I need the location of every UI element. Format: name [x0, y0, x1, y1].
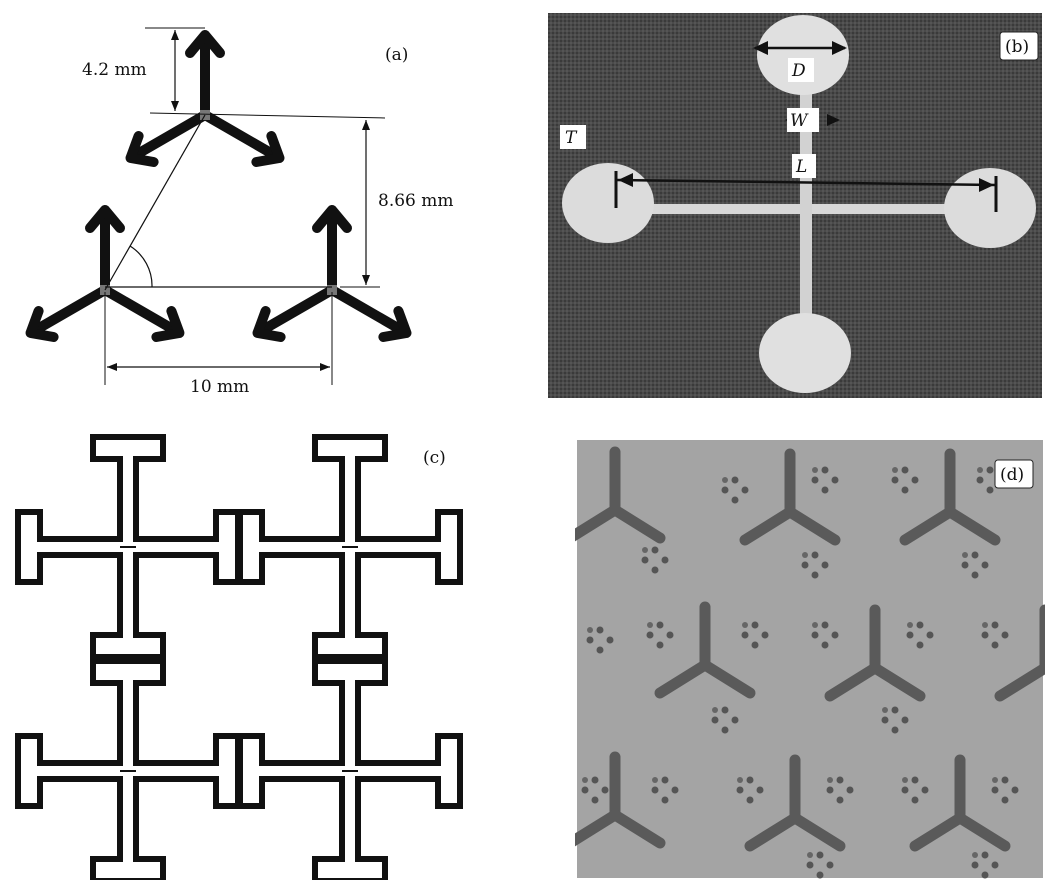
- label-t-box: [560, 125, 586, 149]
- panel-a-tripole-diagram: 4.2 mm 8.66 mm 10 mm (a): [0, 27, 454, 397]
- tripole-top: [123, 35, 287, 171]
- label-d-box: [788, 58, 814, 82]
- photo-background: [577, 440, 1043, 878]
- angle-arc: [129, 245, 153, 288]
- label-l-box: [792, 154, 816, 178]
- cross-unit-bottom-right: [240, 661, 460, 880]
- panel-d-tripole-photo: (d): [575, 440, 1045, 879]
- row-height-label: 8.66 mm: [378, 191, 454, 211]
- pad-left: [562, 163, 654, 243]
- label-t: T: [565, 128, 578, 148]
- panel-c-tag: (c): [423, 448, 446, 468]
- pad-bottom: [759, 313, 851, 393]
- arm-length-label: 4.2 mm: [82, 60, 147, 80]
- label-w: W: [790, 111, 809, 131]
- label-l: L: [795, 157, 807, 177]
- panel-c-cross-array: (c): [0, 425, 520, 880]
- pad-top: [757, 15, 849, 95]
- label-w-box: [787, 108, 819, 132]
- panel-a-tag: (a): [385, 45, 408, 65]
- cross-unit-top-left: [18, 437, 238, 657]
- pad-right: [944, 168, 1036, 248]
- panel-b-tag: (b): [1005, 37, 1029, 57]
- spacing-label: 10 mm: [190, 377, 249, 397]
- cross-unit-top-right: [240, 437, 460, 657]
- panel-b-cross-photo: D W L T (b): [548, 13, 1042, 398]
- label-d: D: [791, 61, 806, 81]
- cross-unit-bottom-left: [18, 661, 238, 880]
- panel-d-tag: (d): [1000, 465, 1024, 485]
- vertical-strip: [800, 68, 812, 358]
- diagonal-line: [104, 114, 206, 291]
